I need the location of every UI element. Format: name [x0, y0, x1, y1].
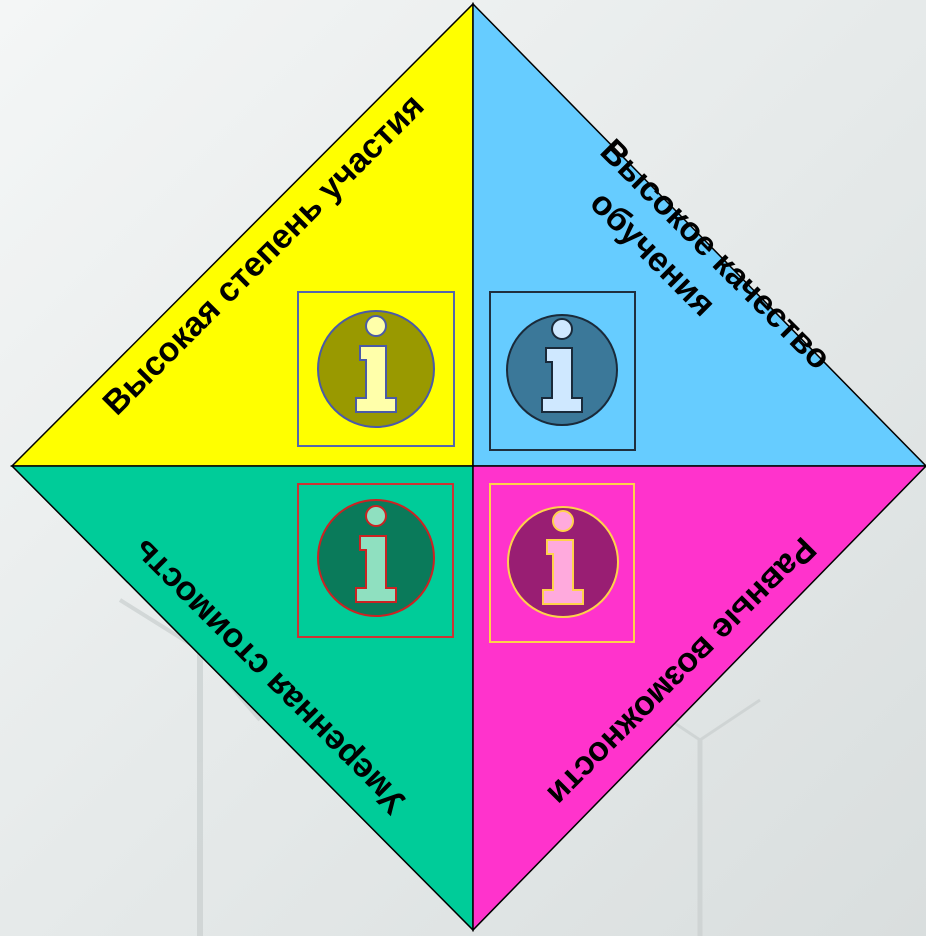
- icon-box: [297, 291, 455, 447]
- icon-stem: [355, 535, 397, 603]
- icon-box: [489, 291, 636, 451]
- icon-dot: [551, 318, 573, 340]
- icon-dot: [552, 510, 574, 532]
- info-icon-top-right[interactable]: [489, 291, 636, 451]
- icon-stem: [541, 347, 583, 413]
- icon-box: [489, 483, 635, 643]
- icon-stem: [355, 345, 397, 413]
- icon-box: [297, 483, 454, 638]
- icon-stem: [542, 539, 584, 605]
- info-icon-bottom-left[interactable]: [297, 483, 454, 638]
- info-icon-top-left[interactable]: [297, 291, 455, 447]
- icon-dot: [365, 505, 387, 527]
- icon-dot: [365, 315, 387, 337]
- info-icon-bottom-right[interactable]: [489, 483, 635, 643]
